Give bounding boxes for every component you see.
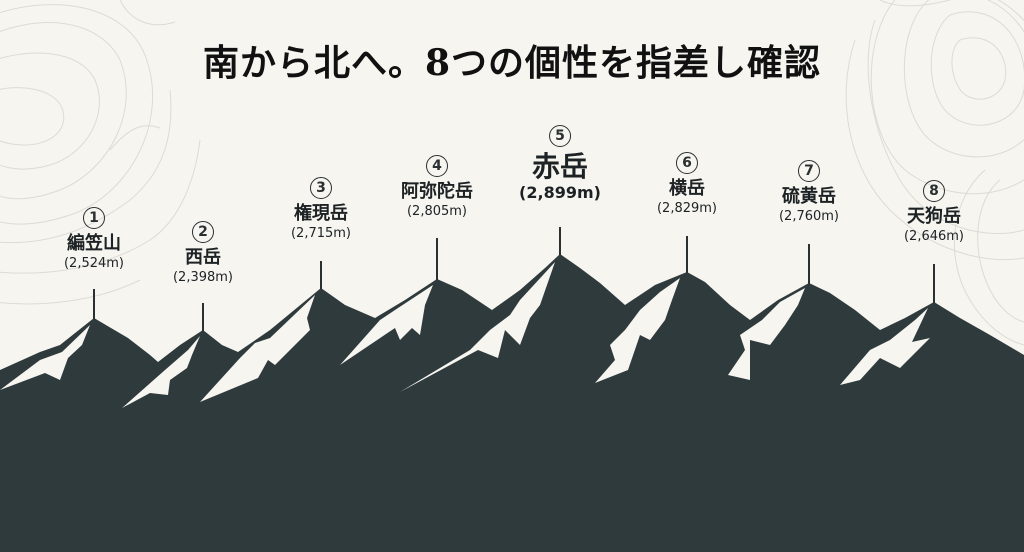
leader-line-5 <box>559 227 561 255</box>
peak-label-nishidake: 2 西岳 (2,398m) <box>173 221 233 286</box>
leader-line-2 <box>202 303 204 331</box>
peak-name: 阿弥陀岳 <box>401 181 473 202</box>
peak-label-amigasayama: 1 編笠山 (2,524m) <box>64 207 124 272</box>
leader-line-3 <box>320 261 322 289</box>
peak-label-amidadake: 4 阿弥陀岳 (2,805m) <box>401 155 473 220</box>
peak-label-tengudake: 8 天狗岳 (2,646m) <box>904 180 964 245</box>
leader-line-4 <box>436 238 438 280</box>
peak-name: 硫黄岳 <box>782 186 836 207</box>
peak-label-akadake: 5 赤岳 (2,899m) <box>519 125 601 203</box>
peak-number-badge: 2 <box>192 221 214 243</box>
peak-number-badge: 7 <box>798 160 820 182</box>
peak-elevation: (2,829m) <box>656 201 718 216</box>
peak-name: 西岳 <box>185 247 221 268</box>
peak-number-badge: 8 <box>923 180 945 202</box>
peak-elevation: (2,805m) <box>406 204 468 219</box>
peak-name: 天狗岳 <box>907 206 961 227</box>
peak-label-iodake: 7 硫黄岳 (2,760m) <box>779 160 839 225</box>
peak-label-yokodake: 6 横岳 (2,829m) <box>657 152 717 217</box>
peak-name: 赤岳 <box>531 150 588 183</box>
peak-number-badge: 5 <box>549 125 571 147</box>
leader-line-1 <box>93 289 95 319</box>
peak-number-badge: 4 <box>426 155 448 177</box>
peak-elevation: (2,398m) <box>172 270 234 285</box>
peak-elevation: (2,524m) <box>63 256 125 271</box>
peak-name: 権現岳 <box>294 203 348 224</box>
peak-elevation: (2,760m) <box>778 209 840 224</box>
peak-elevation: (2,646m) <box>903 229 965 244</box>
peak-elevation: (2,899m) <box>519 183 601 202</box>
page-title: 南から北へ。8つの個性を指差し確認 <box>202 42 822 84</box>
peak-label-gongendake: 3 権現岳 (2,715m) <box>291 177 351 242</box>
peak-number-badge: 1 <box>83 207 105 229</box>
mountain-range-silhouette <box>0 254 1024 552</box>
leader-line-6 <box>686 236 688 273</box>
peak-elevation: (2,715m) <box>290 226 352 241</box>
peak-number-badge: 6 <box>676 152 698 174</box>
leader-line-8 <box>933 264 935 303</box>
peak-number-badge: 3 <box>310 177 332 199</box>
peak-name: 横岳 <box>669 178 705 199</box>
peak-name: 編笠山 <box>67 233 121 254</box>
leader-line-7 <box>808 244 810 284</box>
